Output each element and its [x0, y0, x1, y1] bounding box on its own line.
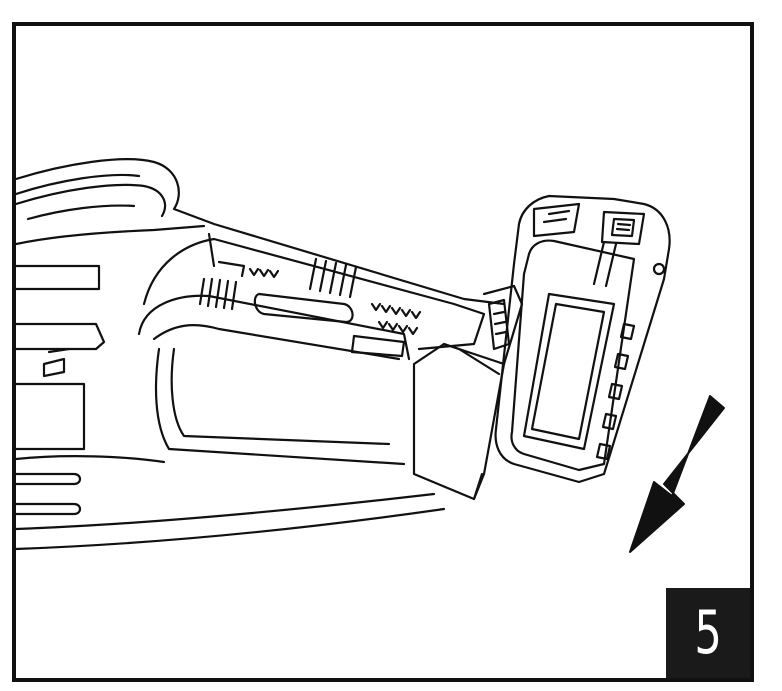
- tool-handle: [137, 232, 486, 466]
- battery-mount: [412, 284, 524, 501]
- tool-housing: [16, 158, 506, 551]
- battery-pack: [494, 194, 671, 484]
- tool-illustration: [16, 158, 725, 553]
- arrow-down-left-icon: [629, 395, 725, 553]
- figure-frame: 5: [12, 22, 754, 682]
- step-number-badge: 5: [666, 588, 750, 678]
- step-number: 5: [694, 598, 722, 668]
